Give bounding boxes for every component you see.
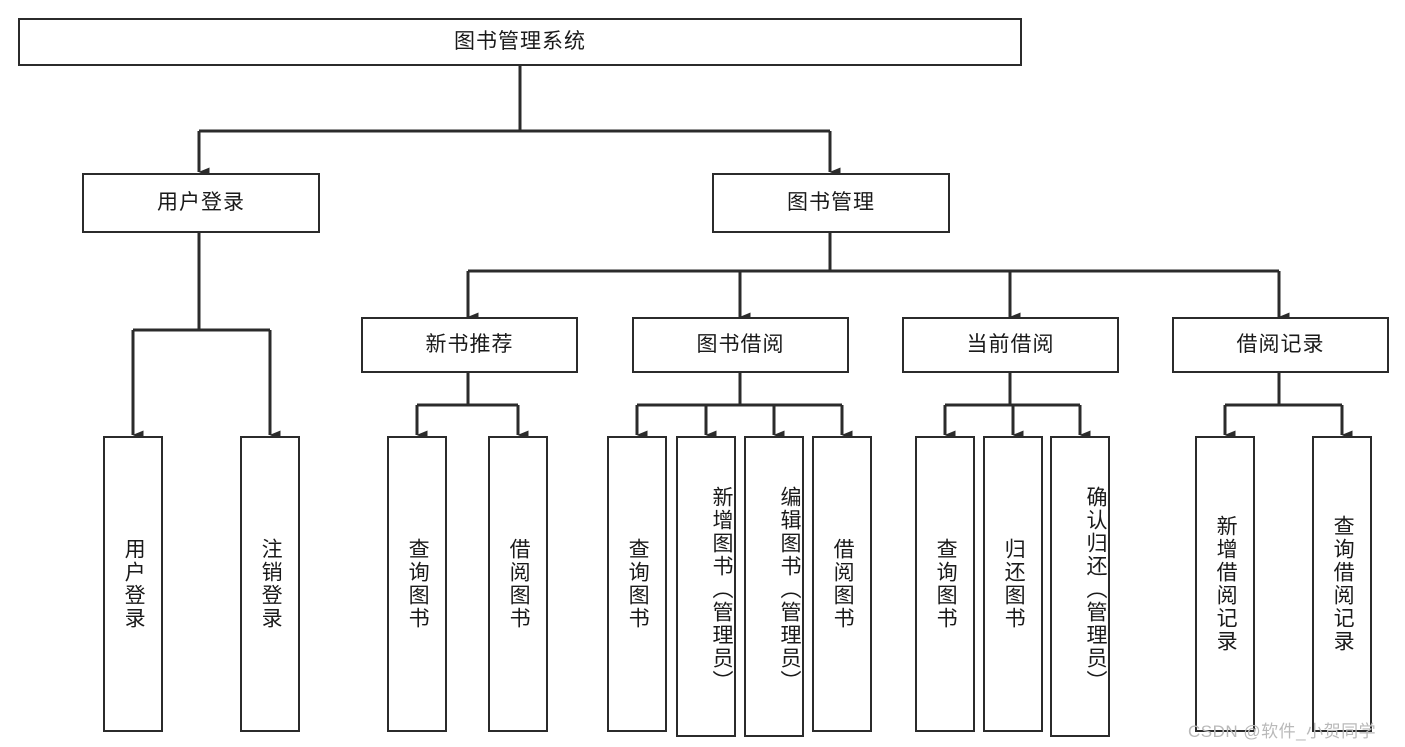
leaf-current-borrow-query-book[interactable]: 查询图书 [915, 436, 975, 732]
leaf-book-borrow-edit-book-admin[interactable]: 编辑图书（管理员） [744, 436, 804, 737]
edge-group-book-manage [466, 233, 1290, 322]
leaf-book-borrow-add-book-admin[interactable]: 新增图书（管理员） [676, 436, 736, 737]
edge-group-borrow-record [1223, 373, 1353, 440]
node-borrow-record[interactable]: 借阅记录 [1172, 317, 1389, 373]
edge-group-user-login [131, 233, 281, 440]
leaf-borrow-record-query-record[interactable]: 查询借阅记录 [1312, 436, 1372, 732]
leaf-current-borrow-confirm-return-admin[interactable]: 确认归还（管理员） [1050, 436, 1110, 737]
leaf-user-login-logout[interactable]: 注销登录 [240, 436, 300, 732]
leaf-current-borrow-return-book[interactable]: 归还图书 [983, 436, 1043, 732]
node-book-management[interactable]: 图书管理 [712, 173, 950, 233]
node-book-borrow[interactable]: 图书借阅 [632, 317, 849, 373]
edge-group-new-book [415, 373, 529, 440]
edge-group-current-borrow [943, 373, 1091, 440]
node-new-book-recommend[interactable]: 新书推荐 [361, 317, 578, 373]
leaf-borrow-record-add-record[interactable]: 新增借阅记录 [1195, 436, 1255, 732]
leaf-new-book-borrow-book[interactable]: 借阅图书 [488, 436, 548, 732]
node-root-book-management-system[interactable]: 图书管理系统 [18, 18, 1022, 66]
edge-group-root [197, 66, 841, 177]
edge-group-book-borrow [635, 373, 853, 440]
node-current-borrow[interactable]: 当前借阅 [902, 317, 1119, 373]
leaf-user-login-login[interactable]: 用户登录 [103, 436, 163, 732]
leaf-new-book-query-book[interactable]: 查询图书 [387, 436, 447, 732]
node-user-login[interactable]: 用户登录 [82, 173, 320, 233]
leaf-book-borrow-borrow-book[interactable]: 借阅图书 [812, 436, 872, 732]
leaf-book-borrow-query-book[interactable]: 查询图书 [607, 436, 667, 732]
